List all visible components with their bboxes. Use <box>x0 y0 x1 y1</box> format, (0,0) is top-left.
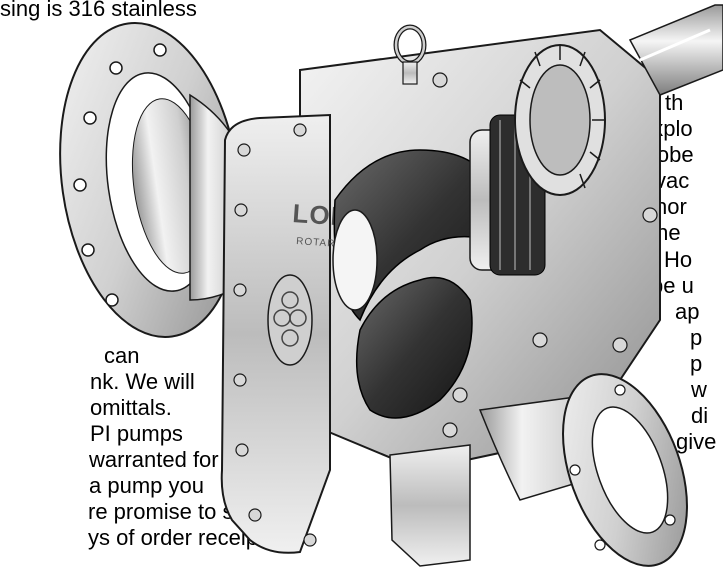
right-text-line: th <box>665 90 684 115</box>
left-text-line: ys of order receipt <box>88 525 265 550</box>
lobe-emblem-icon <box>267 274 313 366</box>
right-text-line: Ho <box>664 247 693 272</box>
left-text-line: omittals. <box>90 395 172 420</box>
right-text-line: p <box>690 351 703 376</box>
left-text-line: PI pumps <box>90 421 183 446</box>
housing-bolts <box>432 72 658 438</box>
drive-shaft <box>628 4 723 96</box>
timing-gear <box>514 44 606 196</box>
right-text-line: p <box>690 325 703 350</box>
left-text-line: a pump you <box>89 473 204 498</box>
cover-bolts <box>233 123 317 547</box>
left-text-line: nk. We will <box>90 369 195 394</box>
left-text-line: can <box>104 343 140 368</box>
right-text-line: give <box>676 429 717 454</box>
pump-foot <box>389 444 471 567</box>
right-text-line: ap <box>675 299 700 324</box>
outlet-flange <box>562 373 688 567</box>
right-text-line: di <box>691 403 709 428</box>
right-text-line: w <box>691 377 707 402</box>
lifting-eye-icon <box>393 24 427 85</box>
left-text-line: warranted for <box>89 447 219 472</box>
left-text-line: sing is 316 stainless <box>0 0 197 21</box>
rotor-lobe-lower <box>355 276 473 419</box>
inlet-port <box>332 209 378 311</box>
